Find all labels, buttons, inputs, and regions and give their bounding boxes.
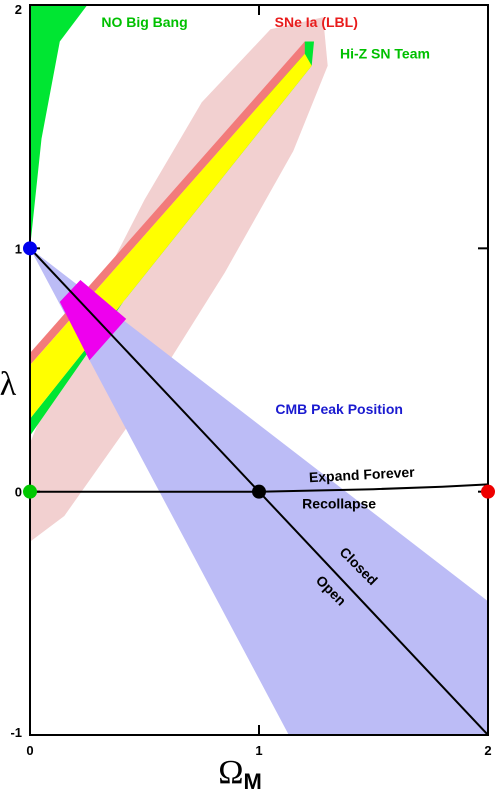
cmb-label: CMB Peak Position	[275, 401, 403, 417]
points-layer	[23, 241, 495, 499]
hi-z-label: Hi-Z SN Team	[340, 46, 430, 62]
y-tick-label-1: 0	[15, 485, 22, 500]
x-axis-title: ΩM	[218, 754, 262, 789]
axes-layer: 0 1 2 -1 0 1 2	[10, 2, 491, 758]
y-tick-label-2: 1	[15, 241, 22, 256]
y-axis-title: λ	[0, 366, 17, 403]
expand-recollapse-line	[30, 483, 488, 493]
blue-point	[23, 241, 37, 256]
green-point	[23, 484, 37, 499]
expand-forever-label: Expand Forever	[309, 464, 416, 486]
x-axis-subscript: M	[243, 769, 261, 789]
no-big-bang-label: NO Big Bang	[101, 14, 187, 30]
lbl-band-region	[30, 41, 305, 366]
x-tick-label-1: 1	[255, 743, 262, 758]
y-tick-label-3: 2	[15, 2, 22, 17]
regions-layer	[30, 5, 488, 735]
red-point	[481, 484, 495, 499]
lbl-ellipse-region	[30, 17, 328, 542]
recollapse-label: Recollapse	[302, 496, 376, 512]
black-point	[252, 484, 266, 499]
sne-la-label: SNe Ia (LBL)	[275, 14, 358, 30]
x-tick-label-2: 2	[484, 743, 491, 758]
y-tick-label-0: -1	[10, 725, 22, 740]
x-tick-label-0: 0	[26, 743, 33, 758]
no-big-bang-region	[30, 5, 88, 249]
combined-overlap-region	[59, 280, 127, 361]
